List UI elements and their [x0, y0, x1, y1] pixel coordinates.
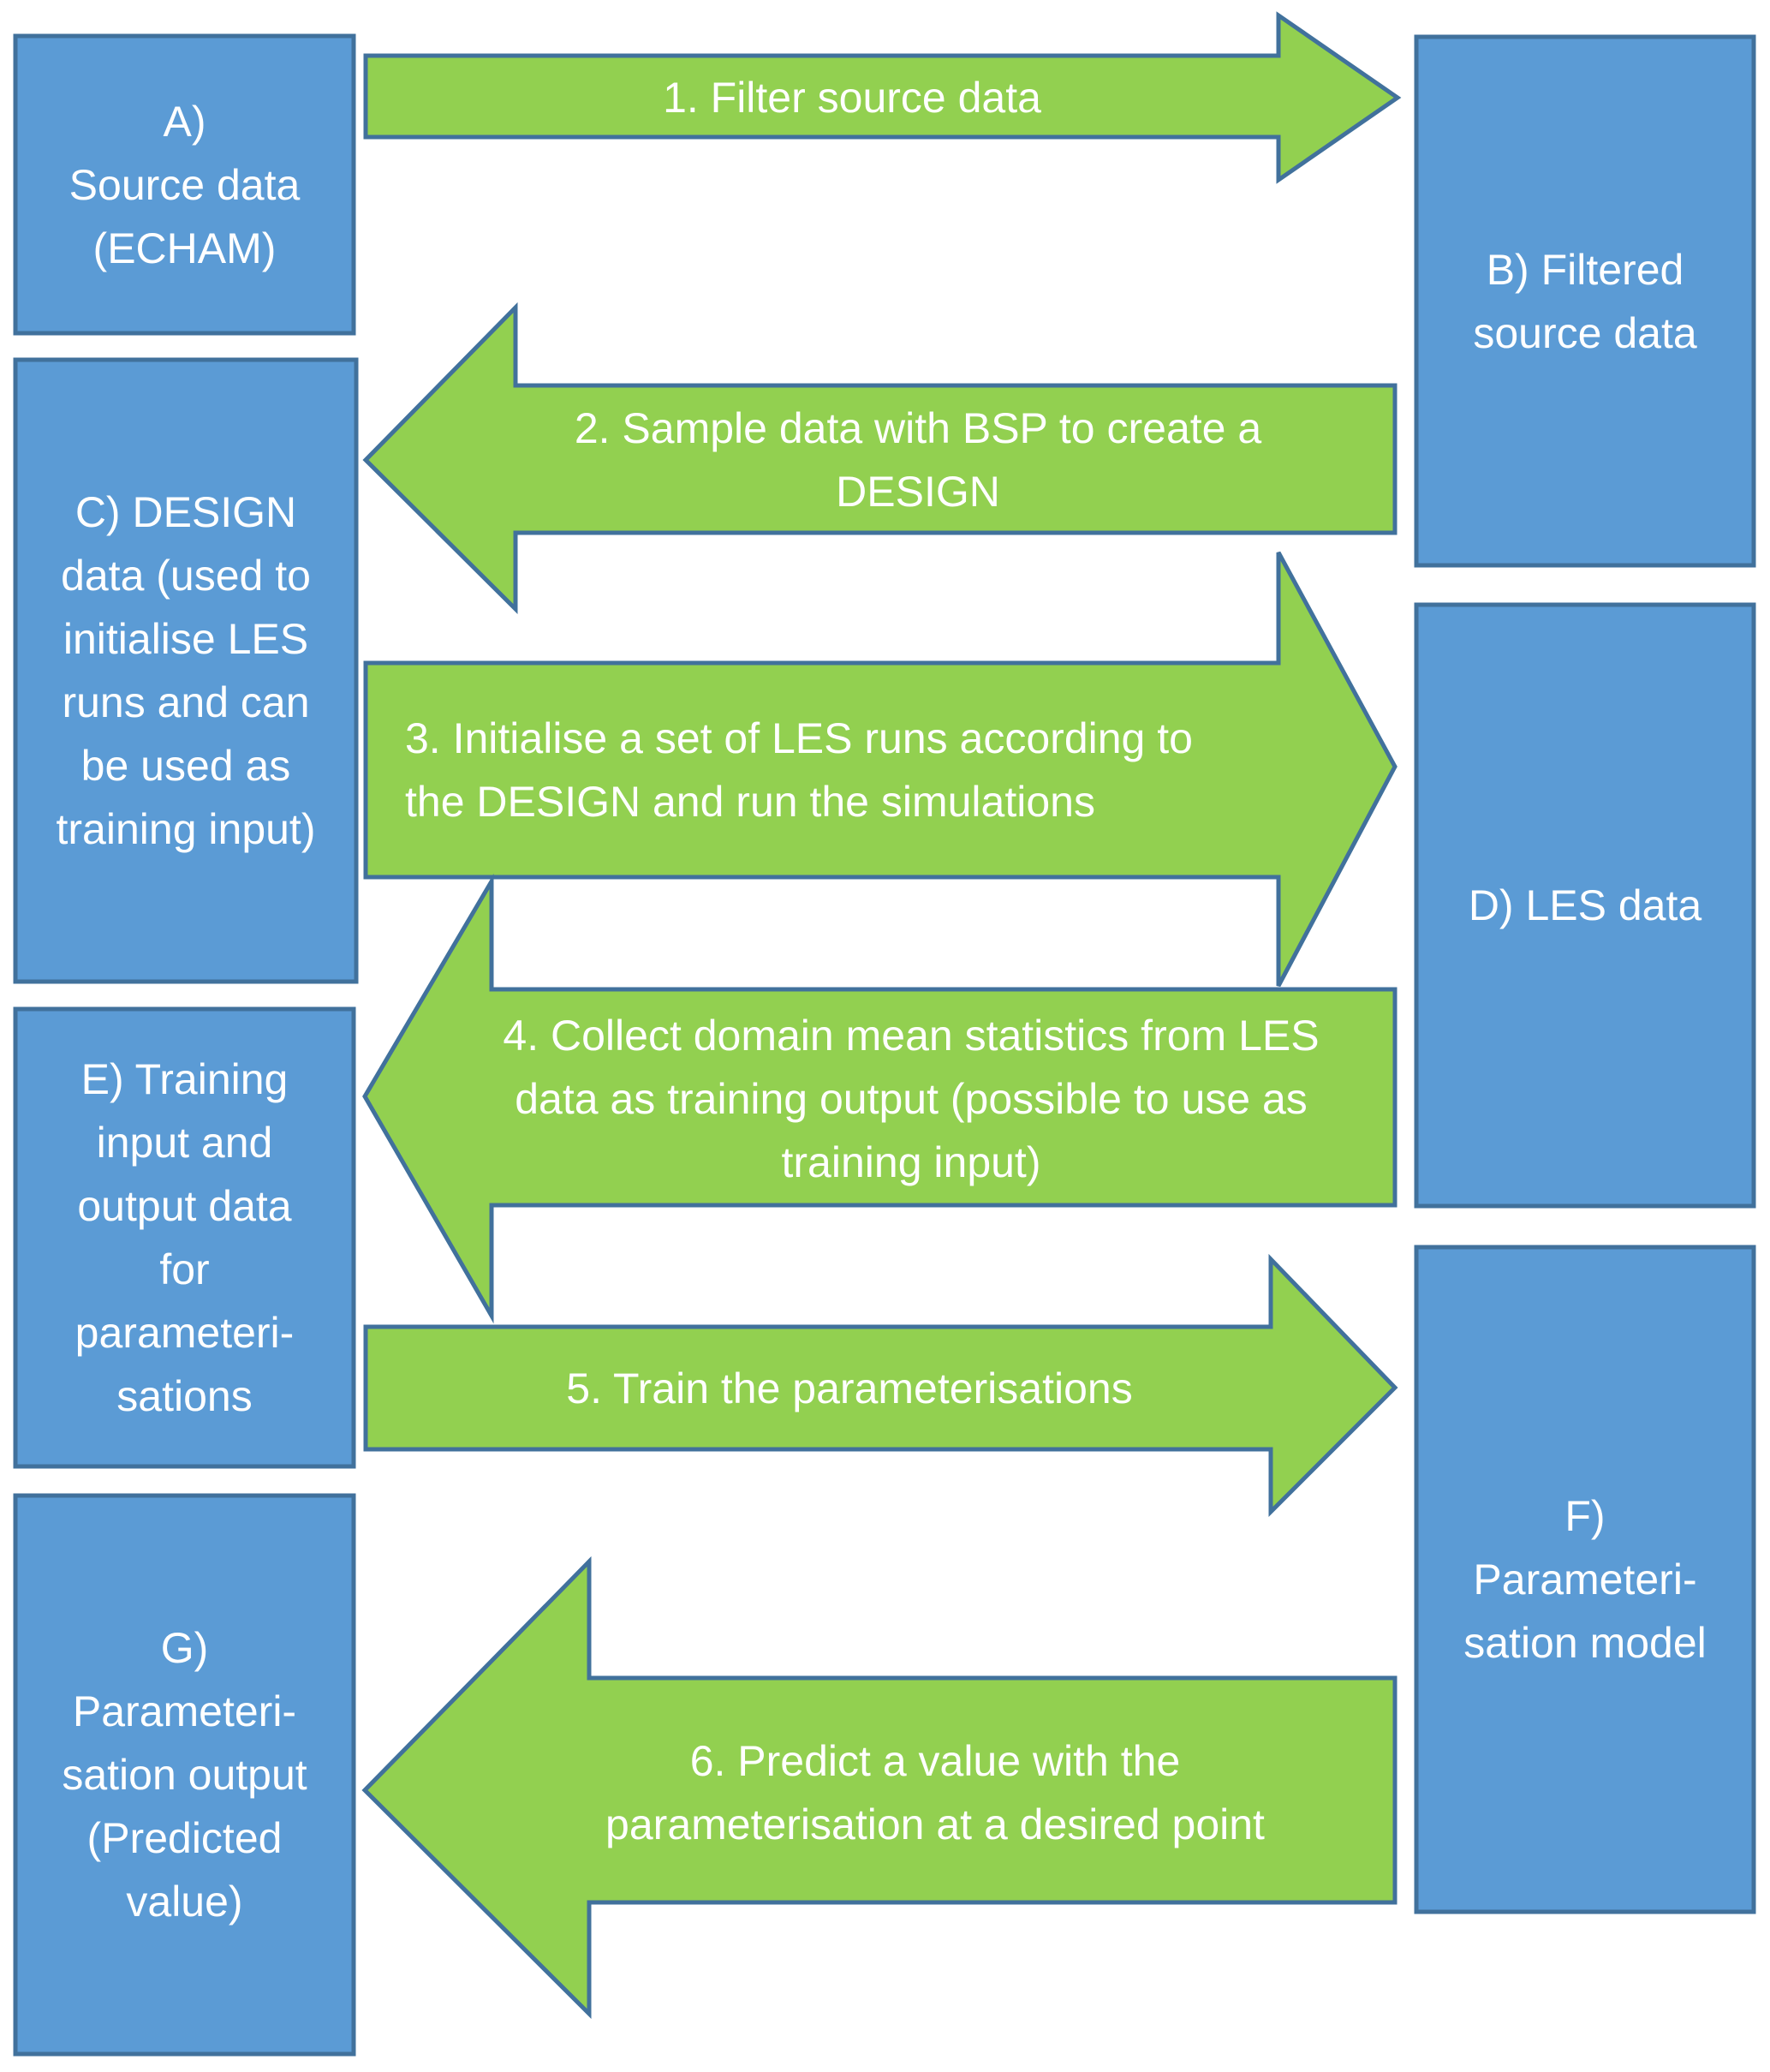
box-c-design-data [13, 357, 359, 984]
box-a-source-data [13, 33, 356, 336]
arrow-step-5-right [363, 1253, 1398, 1518]
box-e-training-data [13, 1006, 356, 1469]
arrow-step-2-left [362, 302, 1398, 615]
arrow-step-5-label: 5. Train the parameterisations [566, 1364, 1133, 1412]
box-c-label: C) DESIGN data (used to initialise LES r… [56, 488, 316, 853]
arrow-step-6-left [361, 1555, 1398, 2020]
box-a-label: A) Source data (ECHAM) [69, 97, 301, 272]
box-f-label: F) Parameteri- sation model [1463, 1492, 1707, 1667]
box-b-filtered-source-data [1414, 34, 1756, 568]
arrow-step-4-left [362, 873, 1398, 1324]
box-e-label: E) Training input and output data for pa… [74, 1055, 295, 1420]
box-f-parameterisation-model [1414, 1245, 1756, 1914]
arrow-step-3-right [363, 551, 1398, 988]
box-d-label: D) LES data [1468, 881, 1702, 929]
arrow-step-4-label: 4. Collect domain mean statistics from L… [503, 1012, 1320, 1186]
box-d-les-data [1414, 602, 1756, 1209]
box-g-label: G) Parameteri- sation output (Predicted … [62, 1624, 307, 1926]
arrow-step-6-label: 6. Predict a value with the parameterisa… [605, 1737, 1265, 1848]
arrow-step-1-right [363, 11, 1402, 184]
box-b-label: B) Filtered source data [1473, 245, 1697, 357]
arrow-step-2-label: 2. Sample data with BSP to create a DESI… [574, 404, 1262, 516]
arrow-step-3-label: 3. Initialise a set of LES runs accordin… [405, 714, 1193, 826]
box-g-parameterisation-output [13, 1493, 356, 2057]
arrow-step-1-label: 1. Filter source data [663, 74, 1041, 122]
